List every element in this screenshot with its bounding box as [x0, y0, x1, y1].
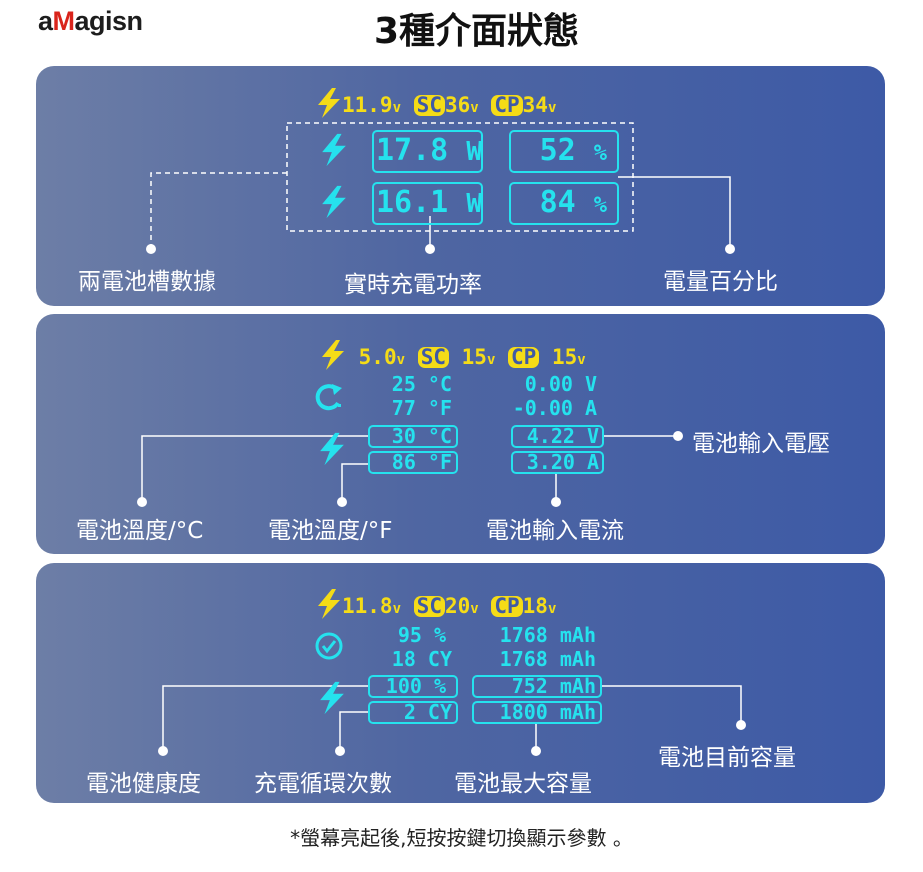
- slot1-power: 17.8 W: [376, 133, 482, 168]
- capacity-reading-1: 1768 mAh: [499, 623, 596, 647]
- current-reading: -0.00 A: [512, 396, 597, 420]
- capacity-now-highlight: 752 mAh: [511, 674, 596, 698]
- cycles-reading: 18 CY: [391, 647, 452, 671]
- voltage-box: [511, 425, 604, 448]
- label-two-slot-data: 兩電池槽數據: [78, 269, 216, 295]
- temp-c-reading: 25 °C: [391, 372, 452, 396]
- voltage-header: 5.0v SC 15v CP 15v: [320, 340, 586, 370]
- capacity-max-box: [472, 701, 602, 724]
- current-highlight: 3.20 A: [526, 450, 599, 474]
- label-cycles: 充電循環次數: [254, 771, 392, 797]
- temp-f-box: [368, 451, 458, 474]
- capacity-now-box: [472, 675, 602, 698]
- temp-f-reading: 77 °F: [391, 396, 452, 420]
- label-capacity-now: 電池目前容量: [658, 745, 796, 771]
- voltage-reading: 0.00 V: [524, 372, 597, 396]
- label-battery-percent: 電量百分比: [663, 269, 778, 295]
- cp-badge: CP: [491, 596, 523, 617]
- capacity-max-highlight: 1800 mAh: [499, 700, 596, 724]
- lightning-bolt-icon: [320, 681, 344, 715]
- label-temp-f: 電池溫度/°F: [268, 518, 393, 544]
- page-title: 3種介面狀態: [373, 11, 580, 52]
- slot1-percent: 52 %: [539, 133, 607, 168]
- label-current: 電池輸入電流: [486, 518, 624, 544]
- panel-temperature-connector-lines: [137, 431, 683, 507]
- label-health: 電池健康度: [86, 771, 201, 797]
- capacity-reading-2: 1768 mAh: [499, 647, 596, 671]
- lightning-bolt-icon: [318, 88, 340, 118]
- lightning-bolt-icon: [322, 340, 344, 370]
- lightning-bolt-icon: [318, 589, 340, 619]
- lightning-bolt-icon: [322, 133, 346, 167]
- health-highlight: 100 %: [385, 674, 446, 698]
- slot2-power-box: [372, 182, 483, 225]
- current-box: [511, 451, 604, 474]
- label-realtime-power: 實時充電功率: [344, 272, 482, 298]
- health-box: [368, 675, 458, 698]
- cp-badge: CP: [491, 95, 523, 116]
- sc-badge: SC: [413, 95, 445, 116]
- cycles-highlight: 2 CY: [403, 700, 452, 724]
- panel-battery-health-connector-lines: [158, 685, 746, 756]
- footnote: *螢幕亮起後,短按按鍵切換顯示參數 。: [290, 826, 633, 850]
- sc-badge: SC: [417, 347, 449, 368]
- slot2-percent-box: [509, 182, 619, 225]
- brand-logo: aMagisn: [38, 6, 143, 36]
- slot1-percent-box: [509, 130, 619, 173]
- lightning-bolt-icon: [322, 185, 346, 219]
- label-temp-c: 電池溫度/°C: [76, 518, 204, 544]
- label-capacity-max: 電池最大容量: [454, 771, 592, 797]
- temp-f-highlight: 86 °F: [391, 450, 452, 474]
- slot2-power: 16.1 W: [376, 185, 482, 220]
- panel-temperature: 5.0v SC 15v CP 15v 25 °C 77 °F 0.00 V -0…: [36, 314, 885, 554]
- refresh-icon: [315, 384, 342, 411]
- check-circle-icon: [315, 632, 343, 660]
- cycles-box: [368, 701, 458, 724]
- cp-badge: CP: [508, 347, 540, 368]
- sc-badge: SC: [413, 596, 445, 617]
- label-voltage: 電池輸入電壓: [692, 431, 830, 457]
- lightning-bolt-icon: [320, 432, 344, 466]
- panel-power-connector-lines: [146, 122, 735, 254]
- health-reading: 95 %: [397, 623, 446, 647]
- temp-c-highlight: 30 °C: [391, 424, 452, 448]
- slot2-percent: 84 %: [539, 185, 607, 220]
- slot1-power-box: [372, 130, 483, 173]
- voltage-highlight: 4.22 V: [526, 424, 599, 448]
- temp-c-box: [368, 425, 458, 448]
